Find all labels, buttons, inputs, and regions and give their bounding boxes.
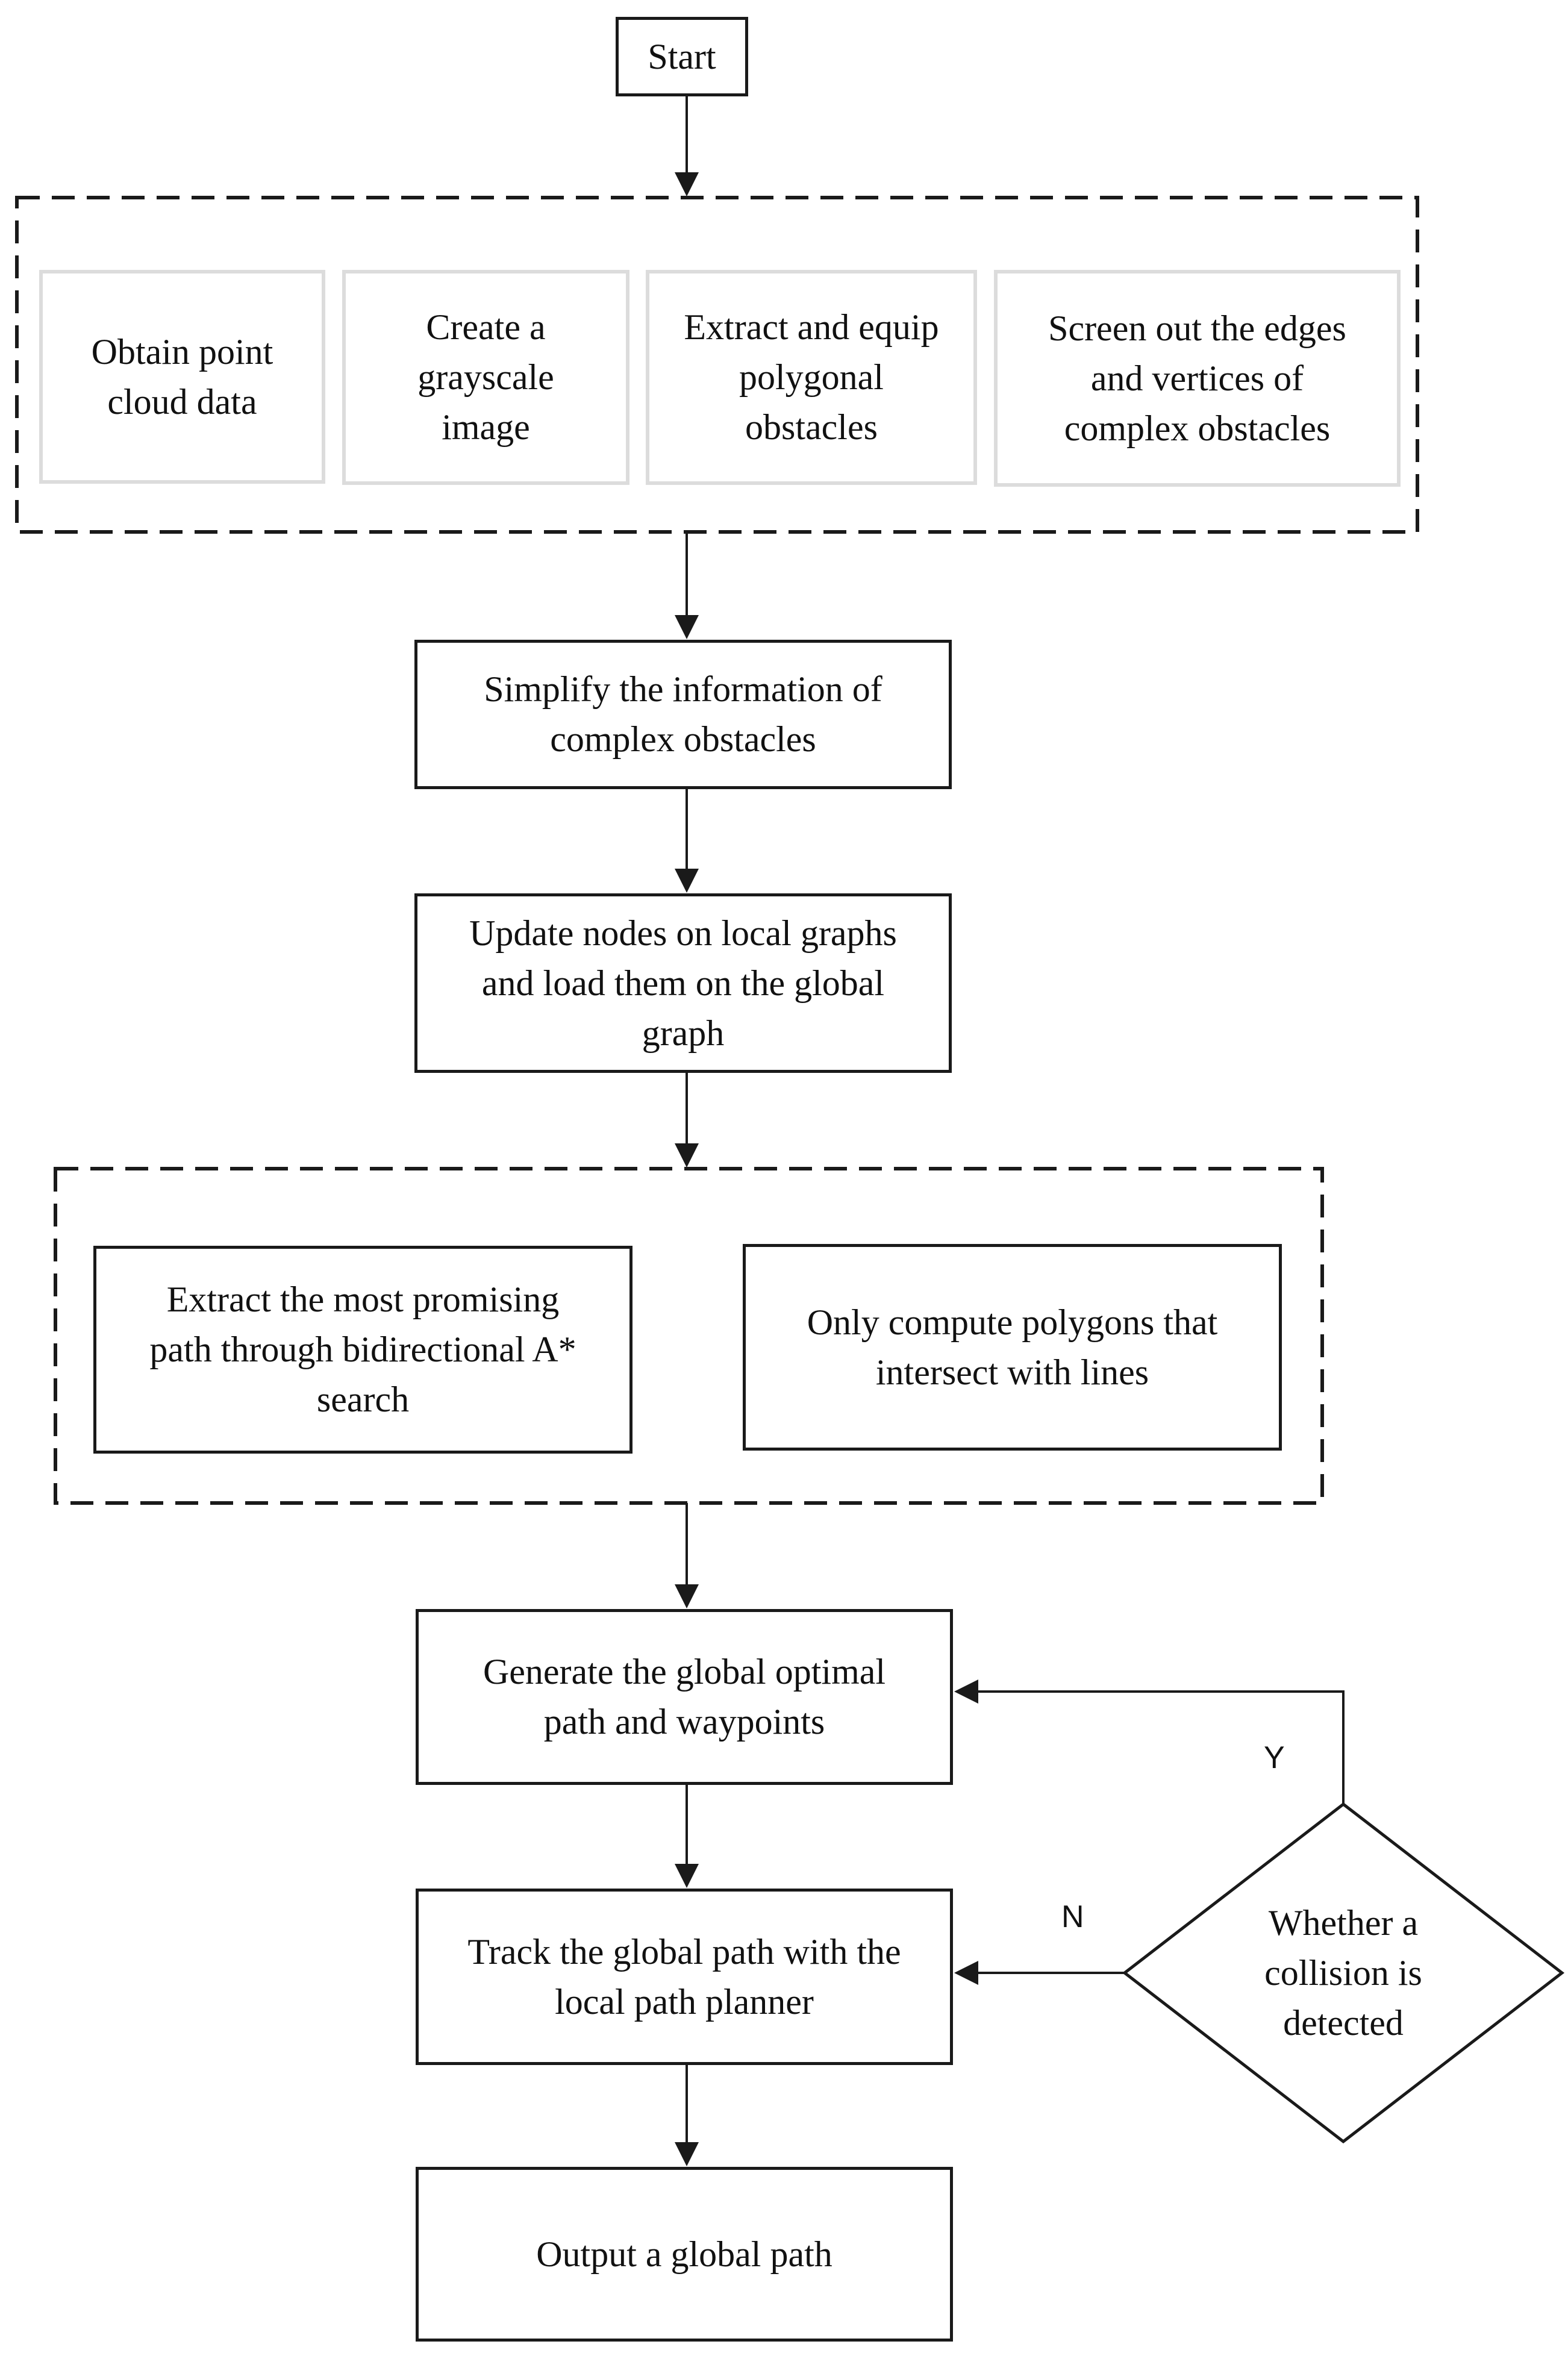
obtain-point-cloud-box: Obtain point cloud data (39, 270, 325, 484)
search-group (54, 1167, 1324, 1505)
update-nodes-box: Update nodes on local graphs and load th… (414, 893, 952, 1073)
arrow-decision-yes (954, 1680, 1345, 1804)
no-label: N (1061, 1899, 1084, 1934)
start-node: Start (616, 17, 748, 96)
decision-label: Whether a collision is detected (1264, 1902, 1422, 2043)
yes-label: Y (1264, 1740, 1285, 1775)
track-box: Track the global path with the local pat… (416, 1889, 953, 2065)
decision-diamond (1122, 1802, 1565, 2144)
generate-box: Generate the global optimal path and way… (416, 1609, 953, 1785)
output-box: Output a global path (416, 2167, 953, 2342)
extract-polygonal-box: Extract and equip polygonal obstacles (646, 270, 977, 485)
simplify-box: Simplify the information of complex obst… (414, 640, 952, 789)
create-grayscale-box: Create a grayscale image (342, 270, 629, 485)
extract-path-box: Extract the most promising path through … (93, 1246, 633, 1454)
preprocess-group (15, 196, 1419, 534)
screen-out-edges-box: Screen out the edges and vertices of com… (994, 270, 1401, 487)
only-compute-box: Only compute polygons that intersect wit… (743, 1244, 1282, 1451)
